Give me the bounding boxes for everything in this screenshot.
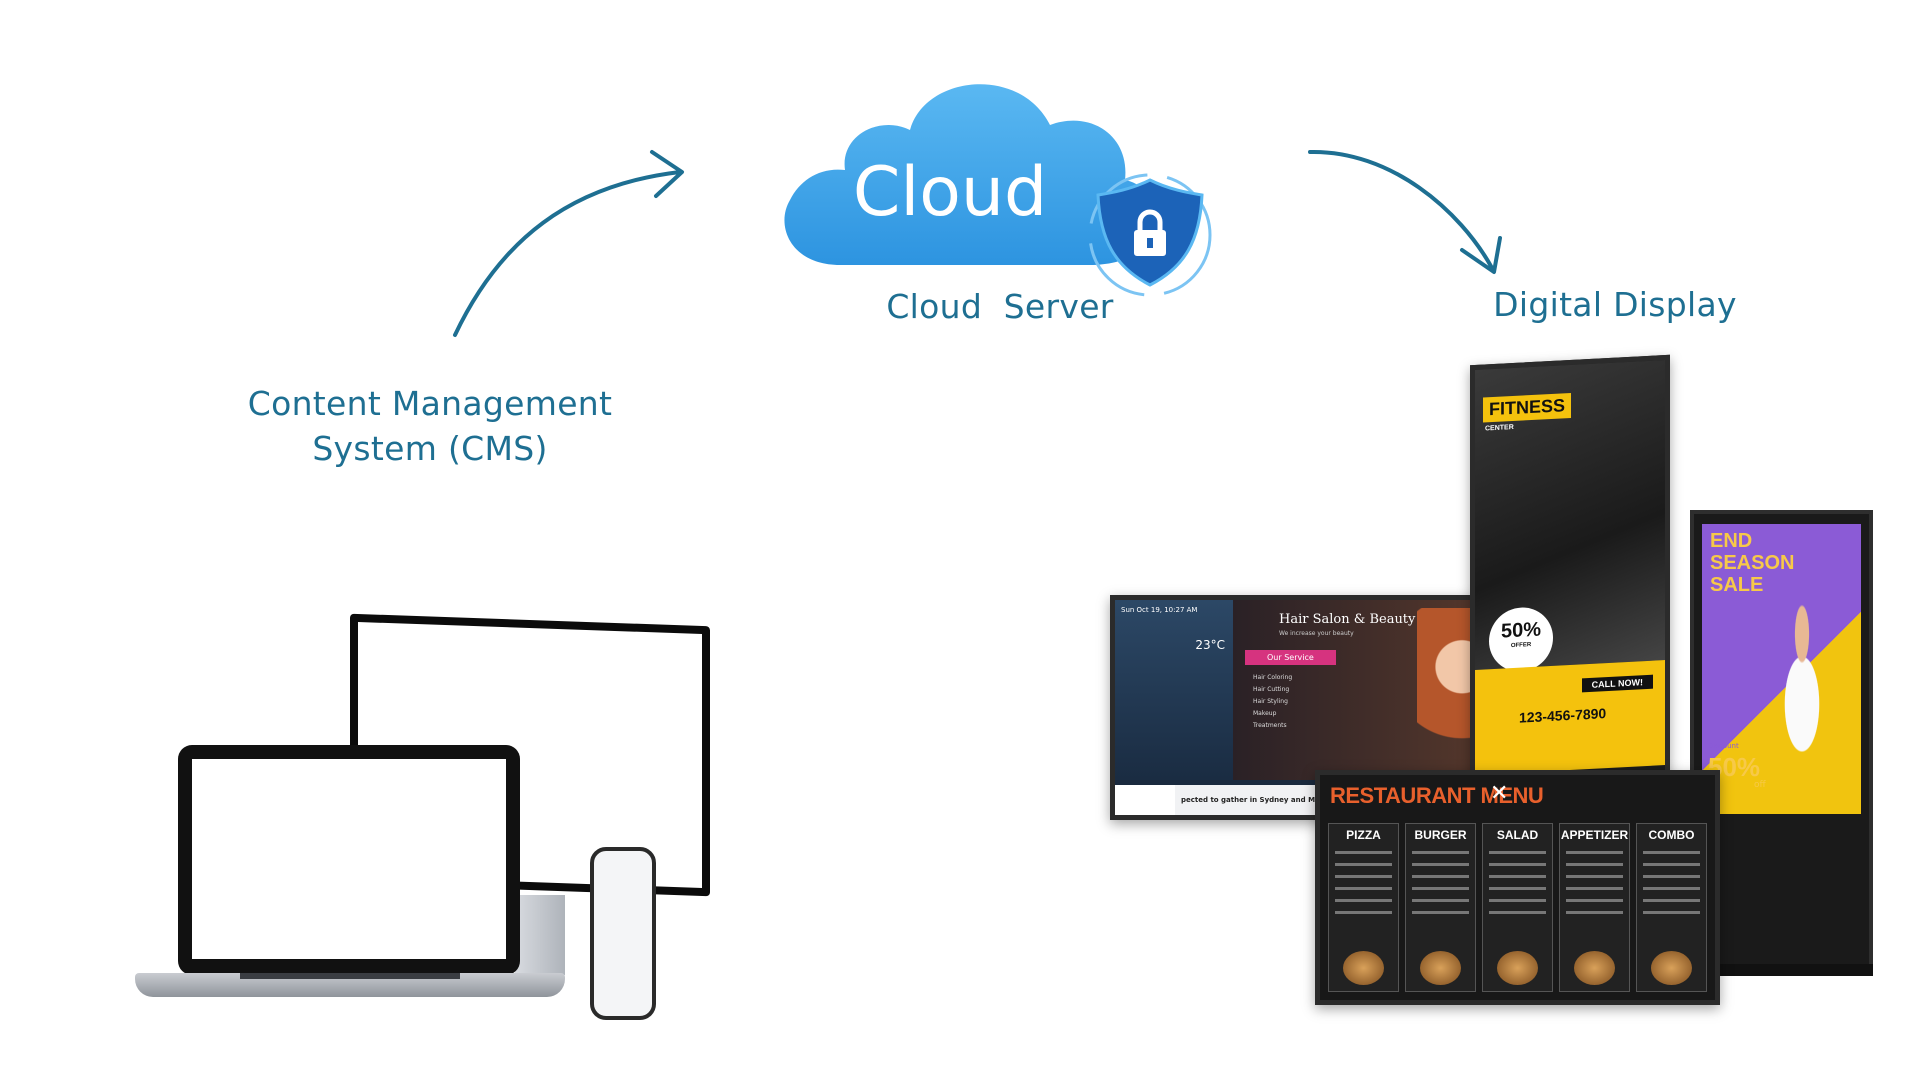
menu-item-line [1412,899,1469,902]
sale-screen: END SEASON SALE Discount 50% off [1702,524,1861,814]
menu-food-image [1420,951,1461,985]
menu-item-line [1566,887,1623,890]
menu-item-line [1335,875,1392,878]
digital-display-label: Digital Display [1493,285,1737,324]
menu-item-line [1335,887,1392,890]
salon-service-button: Our Service [1245,650,1336,665]
menu-column-title: BURGER [1414,828,1467,842]
menu-food-image [1497,951,1538,985]
cms-to-cloud-arrow [453,170,682,337]
sale-model-image [1762,594,1842,794]
menu-item-line [1643,911,1700,914]
cms-to-cloud-arrowhead [650,150,684,198]
menu-column: COMBO [1636,823,1707,992]
menu-item-line [1566,863,1623,866]
menu-item-line [1566,875,1623,878]
salon-service-item: Treatments [1253,722,1287,729]
sale-line1: END [1710,530,1753,552]
menu-column-title: PIZZA [1346,828,1381,842]
menu-item-line [1566,911,1623,914]
sale-totem: END SEASON SALE Discount 50% off [1690,510,1873,976]
smartphone [590,847,656,1020]
cms-label-line1: Content Management [247,384,613,423]
menu-item-line [1643,875,1700,878]
menu-item-line [1489,911,1546,914]
weather-temp: 23°C [1195,638,1225,652]
menu-item-line [1335,911,1392,914]
weather-date: Sun Oct 19, 10:27 AM [1121,606,1198,614]
menu-column: BURGER [1405,823,1476,992]
menu-item-line [1643,851,1700,854]
menu-item-line [1489,851,1546,854]
cloud-to-display-arrowhead [1460,236,1502,274]
menu-column: PIZZA [1328,823,1399,992]
totem-foot [1690,964,1873,976]
menu-columns: PIZZA BURGER SALAD APPETIZER COMBO [1328,823,1707,992]
fitness-title: FITNESS [1483,392,1572,423]
cms-devices [120,613,720,1035]
menu-item-line [1335,851,1392,854]
menu-item-line [1412,875,1469,878]
fitness-call: CALL NOW! [1581,674,1653,693]
menu-food-image [1343,951,1384,985]
laptop-keyboard [240,973,460,979]
menu-item-line [1335,899,1392,902]
menu-item-line [1643,863,1700,866]
laptop-screen [192,759,506,959]
sale-line2: SEASON [1710,552,1795,574]
fitness-phone: 123-456-7890 [1519,705,1607,726]
menu-food-image [1651,951,1692,985]
menu-item-line [1489,863,1546,866]
menu-item-line [1489,887,1546,890]
digital-displays: Sun Oct 19, 10:27 AM 23°C Hair Salon & B… [1110,350,1880,1010]
menu-food-image [1574,951,1615,985]
cloud-icon: Cloud [784,84,1212,297]
salon-panel: Hair Salon & Beauty We increase your bea… [1233,600,1515,780]
restaurant-display: RESTAURANT MENU ✕ PIZZA BURGER SALAD APPETI… [1315,770,1720,1005]
sale-off: off [1754,780,1766,790]
menu-item-line [1412,863,1469,866]
menu-item-line [1489,875,1546,878]
cloud-to-display-arrow [1308,149,1494,270]
salon-service-item: Hair Coloring [1253,674,1293,681]
menu-item-line [1643,887,1700,890]
cloud-server-label: Cloud Server [886,287,1114,326]
menu-item-line [1643,899,1700,902]
menu-column-title: SALAD [1496,828,1539,842]
menu-item-line [1489,899,1546,902]
cloud-server: Cloud [770,55,1230,305]
ticker-text: pected to gather in Sydney and Mel [1181,796,1323,804]
monitor-stand [515,895,565,975]
menu-column-title: APPETIZER [1560,828,1629,842]
menu-column: APPETIZER [1559,823,1630,992]
menu-column-title: COMBO [1648,828,1695,842]
menu-column: SALAD [1482,823,1553,992]
restaurant-title: RESTAURANT MENU [1330,783,1544,808]
menu-item-line [1566,899,1623,902]
cms-label: Content Management System (CMS) [200,382,660,471]
fitness-discount: 50% [1500,618,1542,643]
salon-subtitle: We increase your beauty [1279,630,1354,637]
menu-item-line [1566,851,1623,854]
menu-item-line [1412,887,1469,890]
salon-service-item: Hair Styling [1253,698,1288,705]
menu-item-line [1335,863,1392,866]
salon-title: Hair Salon & Beauty [1279,612,1416,627]
sale-line3: SALE [1710,574,1764,596]
fitness-display: FITNESS CENTER 50% OFFER CALL NOW! 123-4… [1470,354,1670,786]
sale-discount-label: Discount [1708,742,1739,750]
cms-label-line2: System (CMS) [312,428,548,468]
fitness-banner: CALL NOW! 123-456-7890 [1475,660,1665,775]
menu-item-line [1412,911,1469,914]
salon-service-item: Makeup [1253,710,1277,717]
fitness-subtitle: CENTER [1485,423,1514,433]
cloud-word: Cloud [853,153,1047,232]
menu-item-line [1412,851,1469,854]
laptop [178,745,520,975]
fork-knife-icon: ✕ [1490,781,1509,806]
salon-service-item: Hair Cutting [1253,686,1290,693]
weather-panel: Sun Oct 19, 10:27 AM 23°C [1115,600,1233,780]
